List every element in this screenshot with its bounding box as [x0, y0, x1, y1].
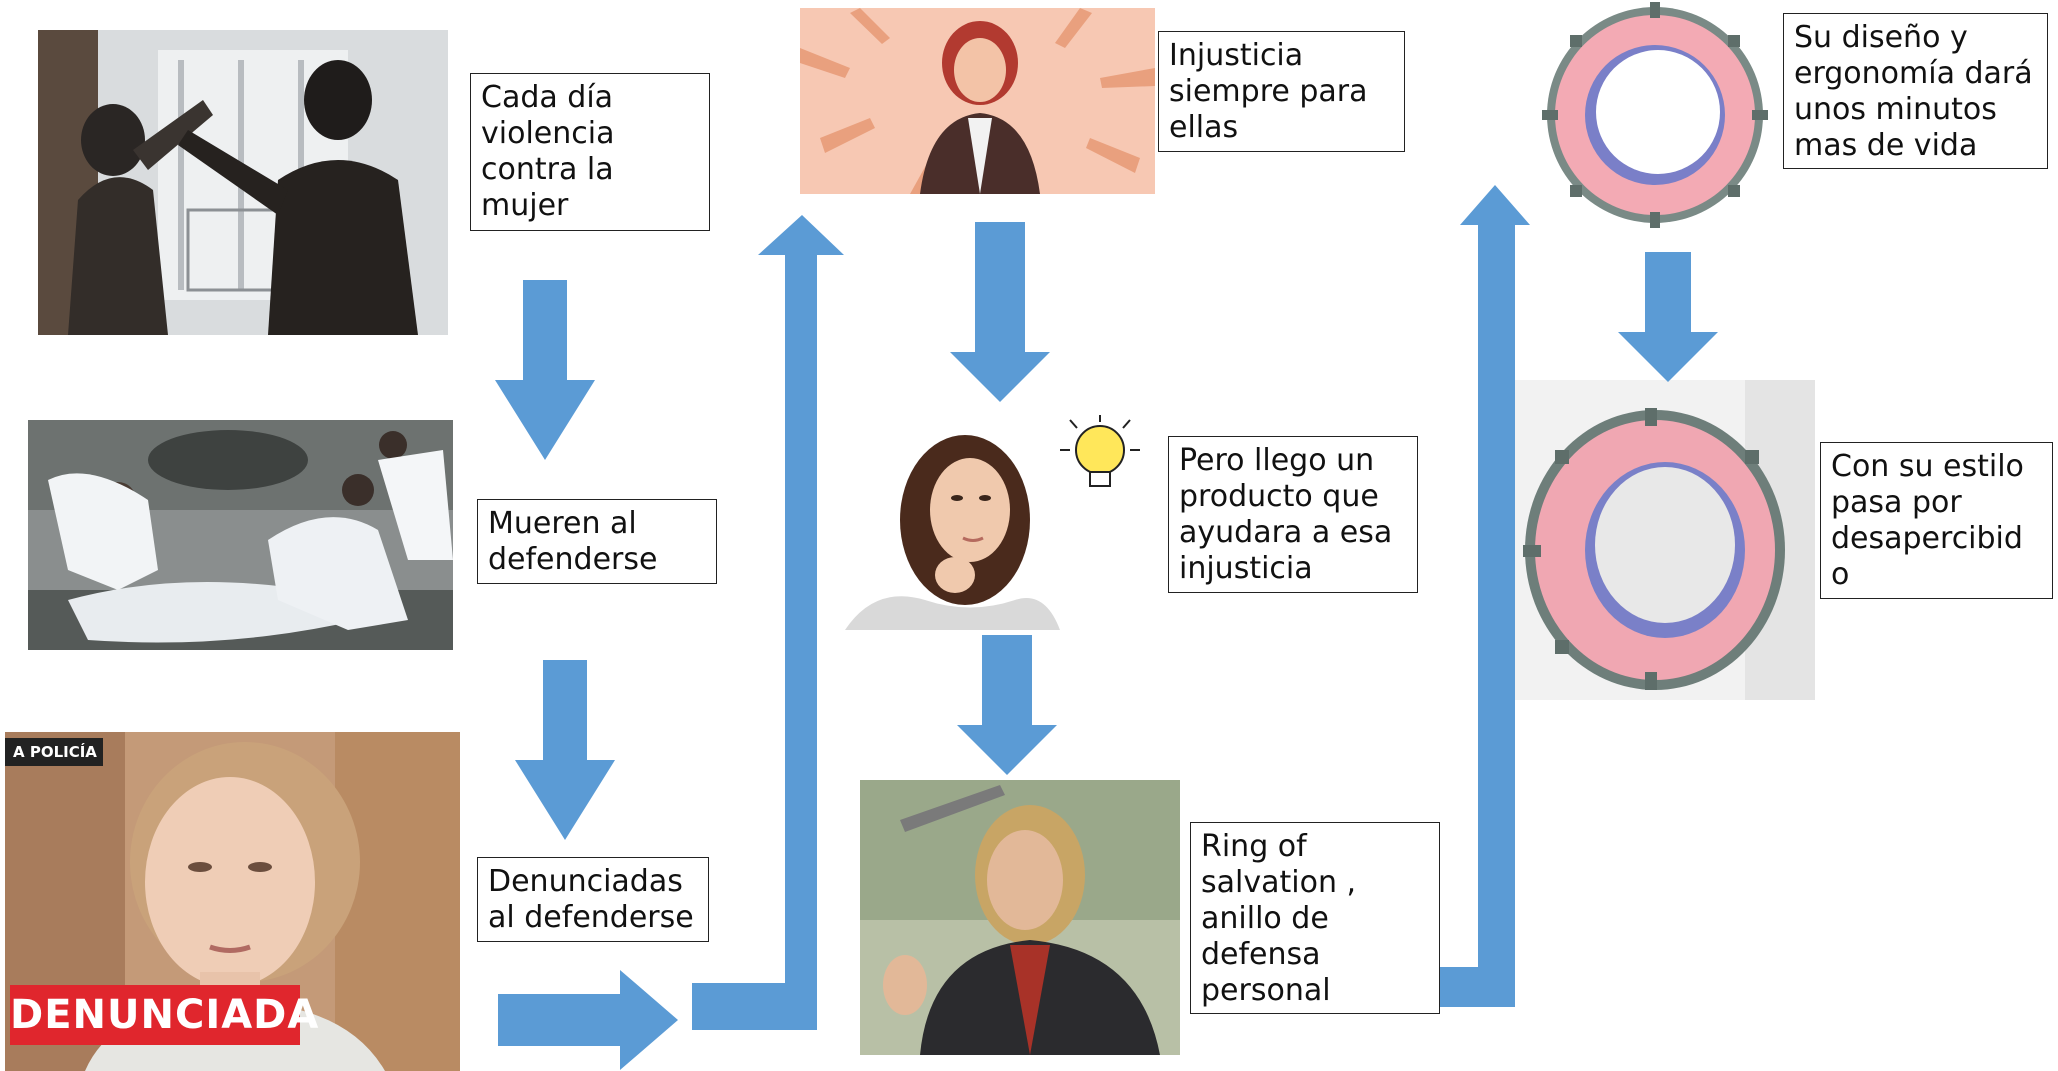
box-ring-of-salvation: Ring of salvation , anillo de defensa pe… — [1190, 822, 1440, 1014]
arrow-right — [498, 970, 678, 1070]
arrow-down-1 — [495, 280, 595, 460]
photo-thinking-woman — [845, 410, 1165, 630]
box-reported-defending: Denunciadas al defenderse — [477, 857, 709, 942]
police-tag: A POLICÍA — [5, 738, 103, 766]
box-injustice: Injusticia siempre para ellas — [1158, 31, 1405, 152]
photo-reported-woman — [5, 732, 460, 1071]
photo-ring-angled — [1515, 380, 1815, 700]
denunciada-badge: DENUNCIADA — [10, 985, 318, 1045]
photo-domestic-violence — [38, 30, 448, 335]
arrow-down-2 — [515, 660, 615, 840]
photo-fighter-woman — [860, 780, 1180, 1055]
arrow-down-4 — [957, 635, 1057, 775]
box-die-defending: Mueren al defenderse — [477, 499, 717, 584]
box-product: Pero llego un producto que ayudara a esa… — [1168, 436, 1418, 593]
box-daily-violence: Cada día violencia contra la mujer — [470, 73, 710, 231]
photo-pointing-fingers — [800, 8, 1155, 194]
box-design: Su diseño y ergonomía dará unos minutos … — [1783, 13, 2048, 169]
arrow-bent-up-left — [692, 215, 844, 1030]
photo-forensic-scene — [28, 420, 453, 650]
arrow-down-5 — [1618, 252, 1718, 382]
arrow-bent-up-right — [1440, 185, 1530, 1007]
photo-ring-top — [1530, 0, 1780, 240]
box-style: Con su estilo pasa por desapercibid o — [1820, 442, 2053, 599]
arrow-down-3 — [950, 222, 1050, 402]
